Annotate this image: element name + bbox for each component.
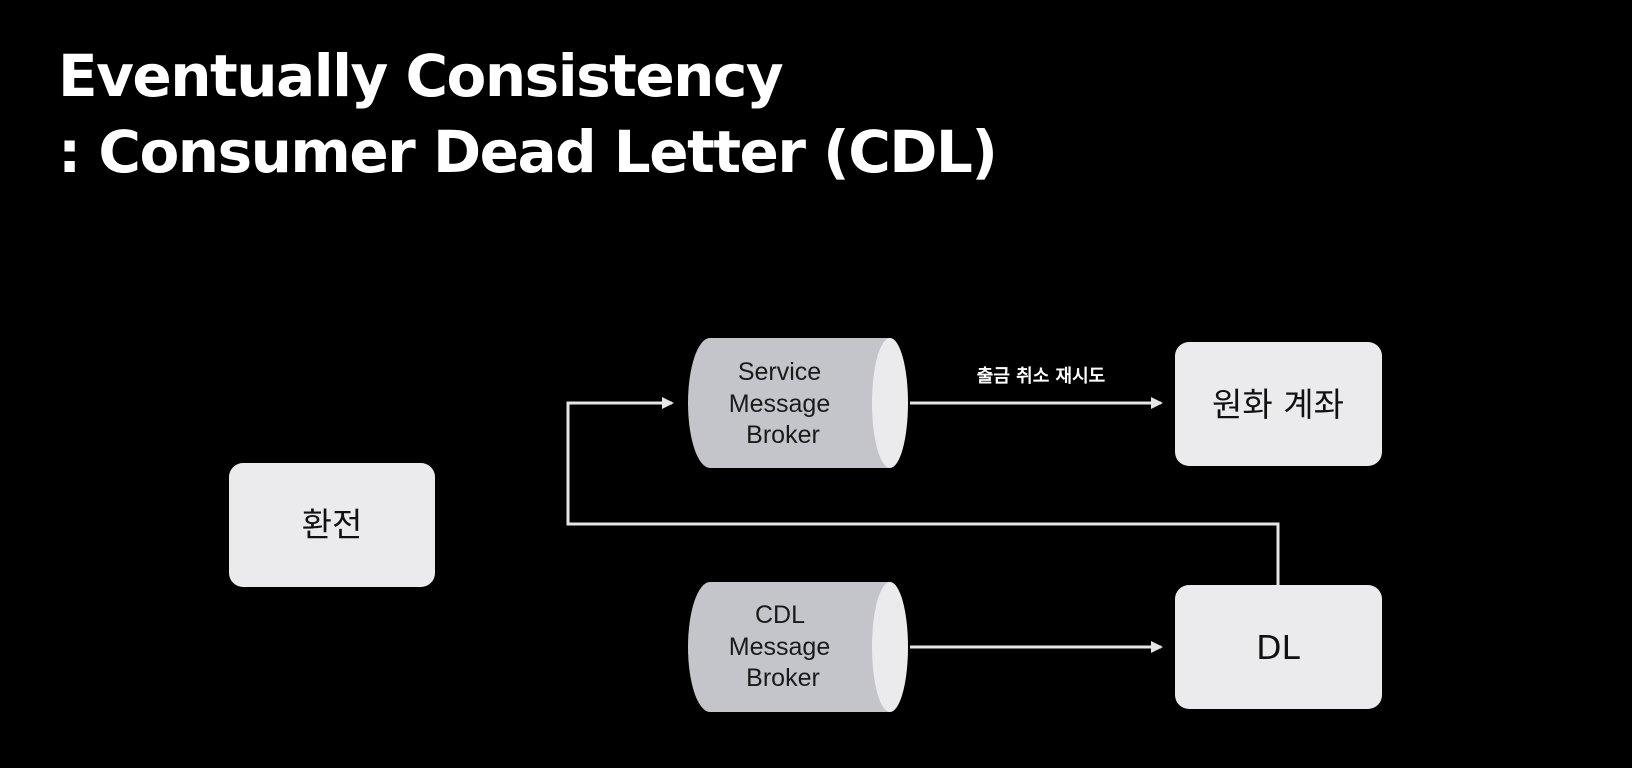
service-broker-label-line1: Service [738,358,821,386]
edge-dl-to-service [566,397,1280,585]
dl-node-label: DL [1256,628,1300,667]
cdl-broker-label-line3: Broker [746,664,820,692]
edge-service-to-account-label: 출금 취소 재시도 [977,366,1105,387]
service-broker-label-line2: Message [729,390,830,418]
service-broker-label: Service Message Broker [729,358,837,449]
exchange-node-label: 환전 [302,505,363,544]
exchange-node: 환전 [229,463,435,587]
fx-account-node-label: 원화 계좌 [1212,385,1344,424]
cdl-broker-node: CDL Message Broker [688,582,908,712]
dl-node: DL [1175,585,1382,709]
slide-title-line1: Eventually Consistency [58,42,784,110]
cdl-broker-label-line2: Message [729,633,830,661]
slide-title: Eventually Consistency : Consumer Dead L… [58,38,998,190]
edge-service-to-account: 출금 취소 재시도 [910,366,1163,409]
service-broker-label-line3: Broker [746,421,820,449]
fx-account-node: 원화 계좌 [1175,342,1382,466]
service-broker-node: Service Message Broker [688,338,908,468]
slide-title-line2: : Consumer Dead Letter (CDL) [58,118,998,186]
cdl-broker-label: CDL Message Broker [729,601,837,692]
cdl-broker-label-line1: CDL [755,601,805,629]
